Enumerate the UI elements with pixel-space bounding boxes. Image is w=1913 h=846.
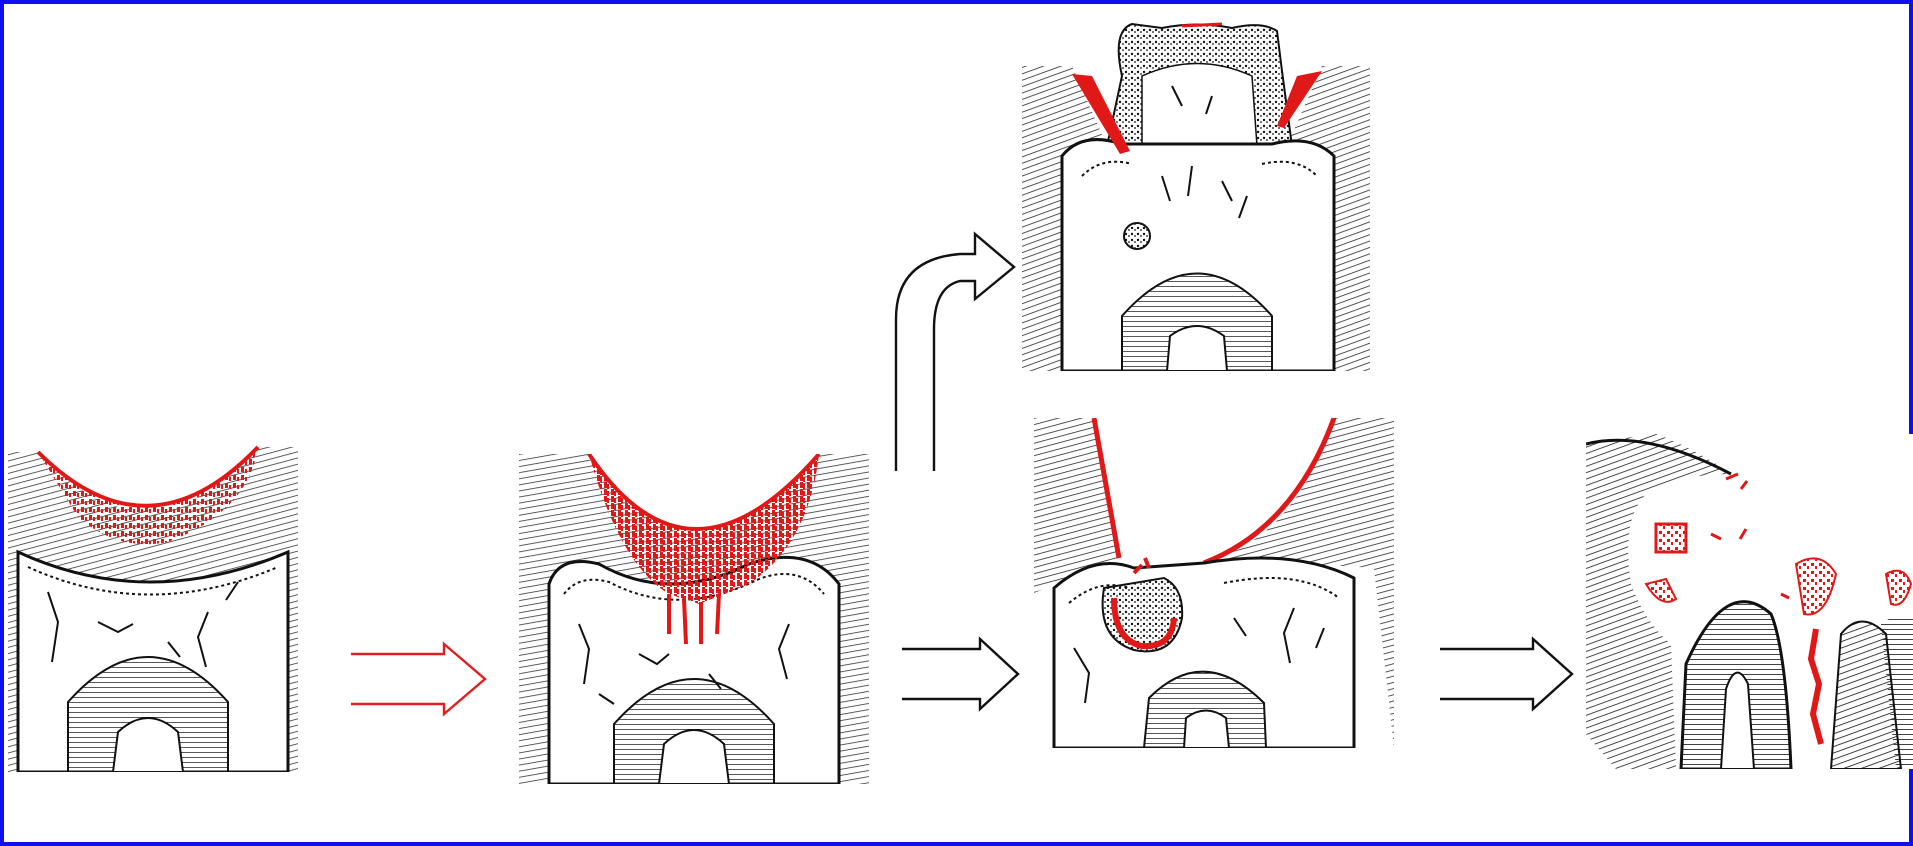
panel-stage-3a <box>1022 16 1370 371</box>
arrow-stage-2-to-3b <box>900 639 1020 709</box>
panel-stage-2 <box>519 454 869 784</box>
panel-stage-3b <box>1034 418 1394 748</box>
tooth-section-stage-1 <box>8 442 298 772</box>
tooth-section-stage-3a <box>1022 16 1370 371</box>
arrow-stage-3b-to-4 <box>1438 639 1578 709</box>
panel-stage-4 <box>1586 434 1913 769</box>
tooth-section-stage-4 <box>1586 434 1913 769</box>
tooth-section-stage-3b <box>1034 418 1394 748</box>
tooth-section-stage-2 <box>519 454 869 784</box>
arrow-stage-1-to-2 <box>349 644 489 714</box>
panel-stage-1 <box>8 442 298 772</box>
arrow-stage-2-to-3a <box>890 229 1020 474</box>
